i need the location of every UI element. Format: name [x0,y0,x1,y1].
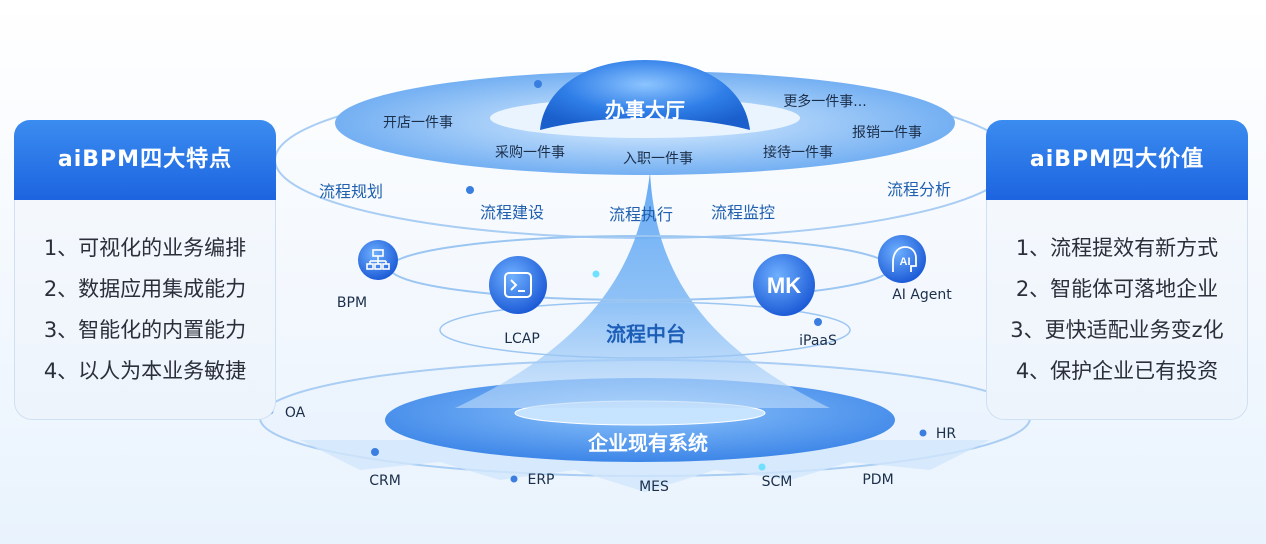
module-lcap-label: LCAP [504,331,540,347]
value-item: 3、更快适配业务变z化 [1010,318,1224,342]
process-analysis: 流程分析 [887,180,951,199]
dot-4 [814,318,822,326]
features-list: 1、可视化的业务编排 2、数据应用集成能力 3、智能化的内置能力 4、以人为本业… [14,200,276,420]
top-item-more: 更多一件事... [783,93,866,110]
funnel-beam [455,172,830,408]
dot-1 [534,80,542,88]
dot-5 [371,448,379,456]
top-item-kaidian: 开店一件事 [383,115,453,131]
module-ipaas-label: iPaaS [799,333,837,349]
terminal-icon [489,256,547,314]
process-building: 流程建设 [480,203,544,222]
bottom-layer-title: 企业现有系统 [587,431,708,455]
module-ai-agent-label: AI Agent [892,287,952,303]
feature-item: 2、数据应用集成能力 [43,277,247,301]
system-scm: SCM [762,474,793,490]
value-item: 4、保护企业已有投资 [1015,359,1219,383]
mk-icon [753,254,815,316]
module-ai-agent: AI AI Agent [878,235,952,303]
values-list: 1、流程提效有新方式 2、智能体可落地企业 3、更快适配业务变z化 4、保护企业… [986,200,1248,420]
system-erp-dot [510,475,518,483]
system-mes: MES [639,479,669,495]
dot-2 [466,186,474,194]
module-ipaas: MK iPaaS [753,254,837,349]
dot-3 [592,270,600,278]
module-bpm-label: BPM [337,295,367,311]
value-item: 1、流程提效有新方式 [1015,236,1219,260]
value-item: 2、智能体可落地企业 [1015,277,1219,301]
feature-item: 1、可视化的业务编排 [43,236,247,260]
process-monitoring: 流程监控 [711,203,775,222]
mk-icon-text: MK [767,273,801,298]
middle-layer-title: 流程中台 [606,322,686,346]
values-panel-title: aiBPM四大价值 [986,120,1248,200]
module-lcap: LCAP [489,256,547,347]
ai-head-icon-text: AI [900,256,911,268]
system-pdm: PDM [862,472,893,488]
dot-6 [758,463,766,471]
features-panel: aiBPM四大特点 1、可视化的业务编排 2、数据应用集成能力 3、智能化的内置… [14,120,276,420]
system-hr: HR [936,426,957,442]
top-item-baoxiao: 报销一件事 [852,125,922,141]
system-oa: OA [285,405,306,421]
system-crm: CRM [369,473,401,489]
top-item-jiedai: 接待一件事 [763,144,833,161]
process-execution: 流程执行 [609,205,673,224]
top-dome [540,60,750,130]
ai-head-icon [878,235,926,283]
middle-ring-lower [439,301,851,359]
feature-item: 3、智能化的内置能力 [43,318,247,342]
top-item-ruzhi: 入职一件事 [623,151,693,167]
system-erp: ERP [527,472,554,488]
system-hr-dot [919,429,927,437]
module-bpm: BPM [337,240,398,311]
top-layer-title: 办事大厅 [605,98,685,122]
values-panel: aiBPM四大价值 1、流程提效有新方式 2、智能体可落地企业 3、更快适配业务… [986,120,1248,420]
process-planning: 流程规划 [319,182,383,201]
top-item-caigou: 采购一件事 [495,145,565,161]
feature-item: 4、以人为本业务敏捷 [43,359,247,383]
bottom-fan [300,440,990,492]
features-panel-title: aiBPM四大特点 [14,120,276,200]
